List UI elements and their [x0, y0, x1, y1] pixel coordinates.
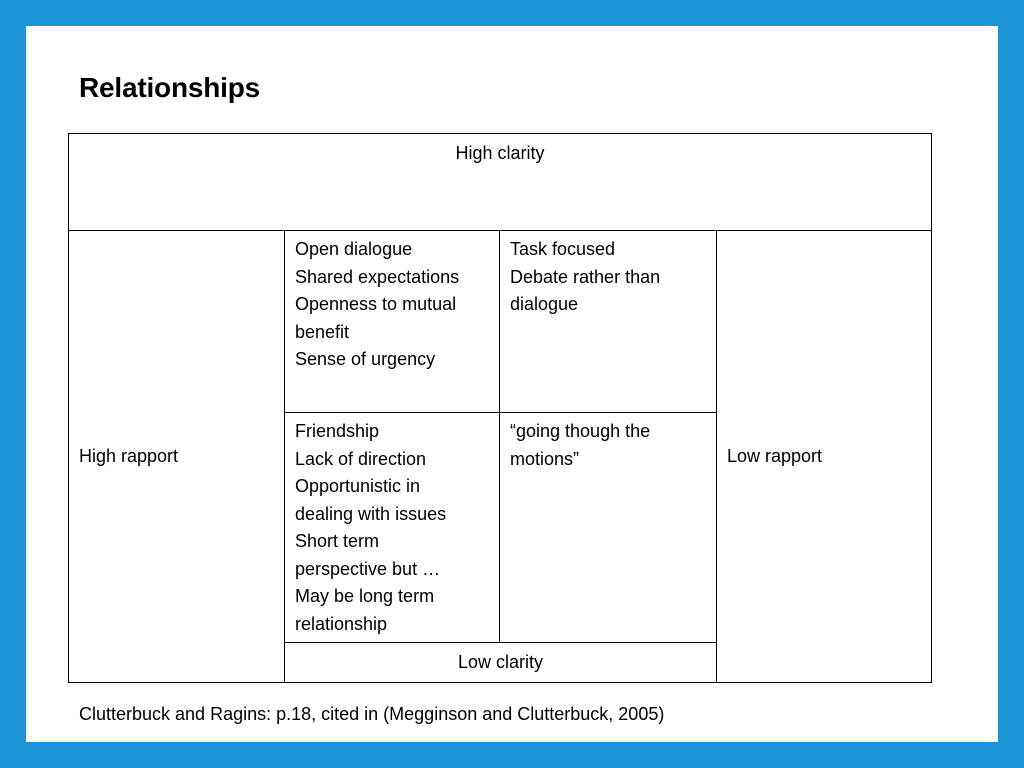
quadrant-line: Sense of urgency — [295, 349, 436, 369]
low-rapport-label: Low rapport — [727, 446, 823, 467]
slide: Relationships High clarity High rapport … — [26, 26, 998, 742]
high-clarity-label: High clarity — [69, 134, 931, 231]
quadrant-low-rapport-high-clarity: Task focused Debate rather than dialogue — [500, 231, 716, 413]
quadrant-line: Friendship — [295, 421, 380, 441]
low-rapport-cell: Low rapport — [716, 231, 932, 683]
quadrant-line: Open dialogue — [295, 239, 413, 259]
citation-text: Clutterbuck and Ragins: p.18, cited in (… — [79, 704, 665, 724]
quadrant-line: relationship — [295, 613, 388, 634]
slide-title: Relationships — [79, 72, 260, 103]
quadrant-line: Shared expectations — [295, 266, 460, 287]
quadrant-line: dialogue — [510, 294, 579, 314]
quadrant-high-rapport-low-clarity: Friendship Lack of direction Opportunist… — [285, 413, 500, 643]
quadrant-line: Lack of direction — [295, 448, 427, 469]
quadrant-line: Short term — [295, 531, 380, 551]
quadrant-line: Opportunistic in — [295, 476, 421, 496]
quadrant-line: perspective but … — [295, 558, 441, 579]
high-rapport-cell: High rapport — [69, 231, 285, 683]
low-clarity-label: Low clarity — [457, 652, 544, 672]
relationship-matrix: High clarity High rapport Low rapport Op… — [68, 133, 932, 683]
quadrant-line: May be long term — [295, 586, 435, 606]
quadrant-line: Debate rather than — [510, 266, 661, 287]
quadrant-line: dealing with issues — [295, 503, 447, 524]
quadrant-line: motions” — [510, 448, 580, 469]
high-rapport-label: High rapport — [79, 446, 179, 467]
quadrant-high-rapport-high-clarity: Open dialogue Shared expectations Openne… — [285, 231, 500, 413]
quadrant-line: “going though the — [510, 421, 651, 441]
quadrant-line: Openness to mutual — [295, 294, 457, 314]
quadrant-low-rapport-low-clarity: “going though the motions” — [500, 413, 716, 643]
quadrant-line: benefit — [295, 321, 350, 342]
quadrant-line: Task focused — [510, 239, 616, 259]
